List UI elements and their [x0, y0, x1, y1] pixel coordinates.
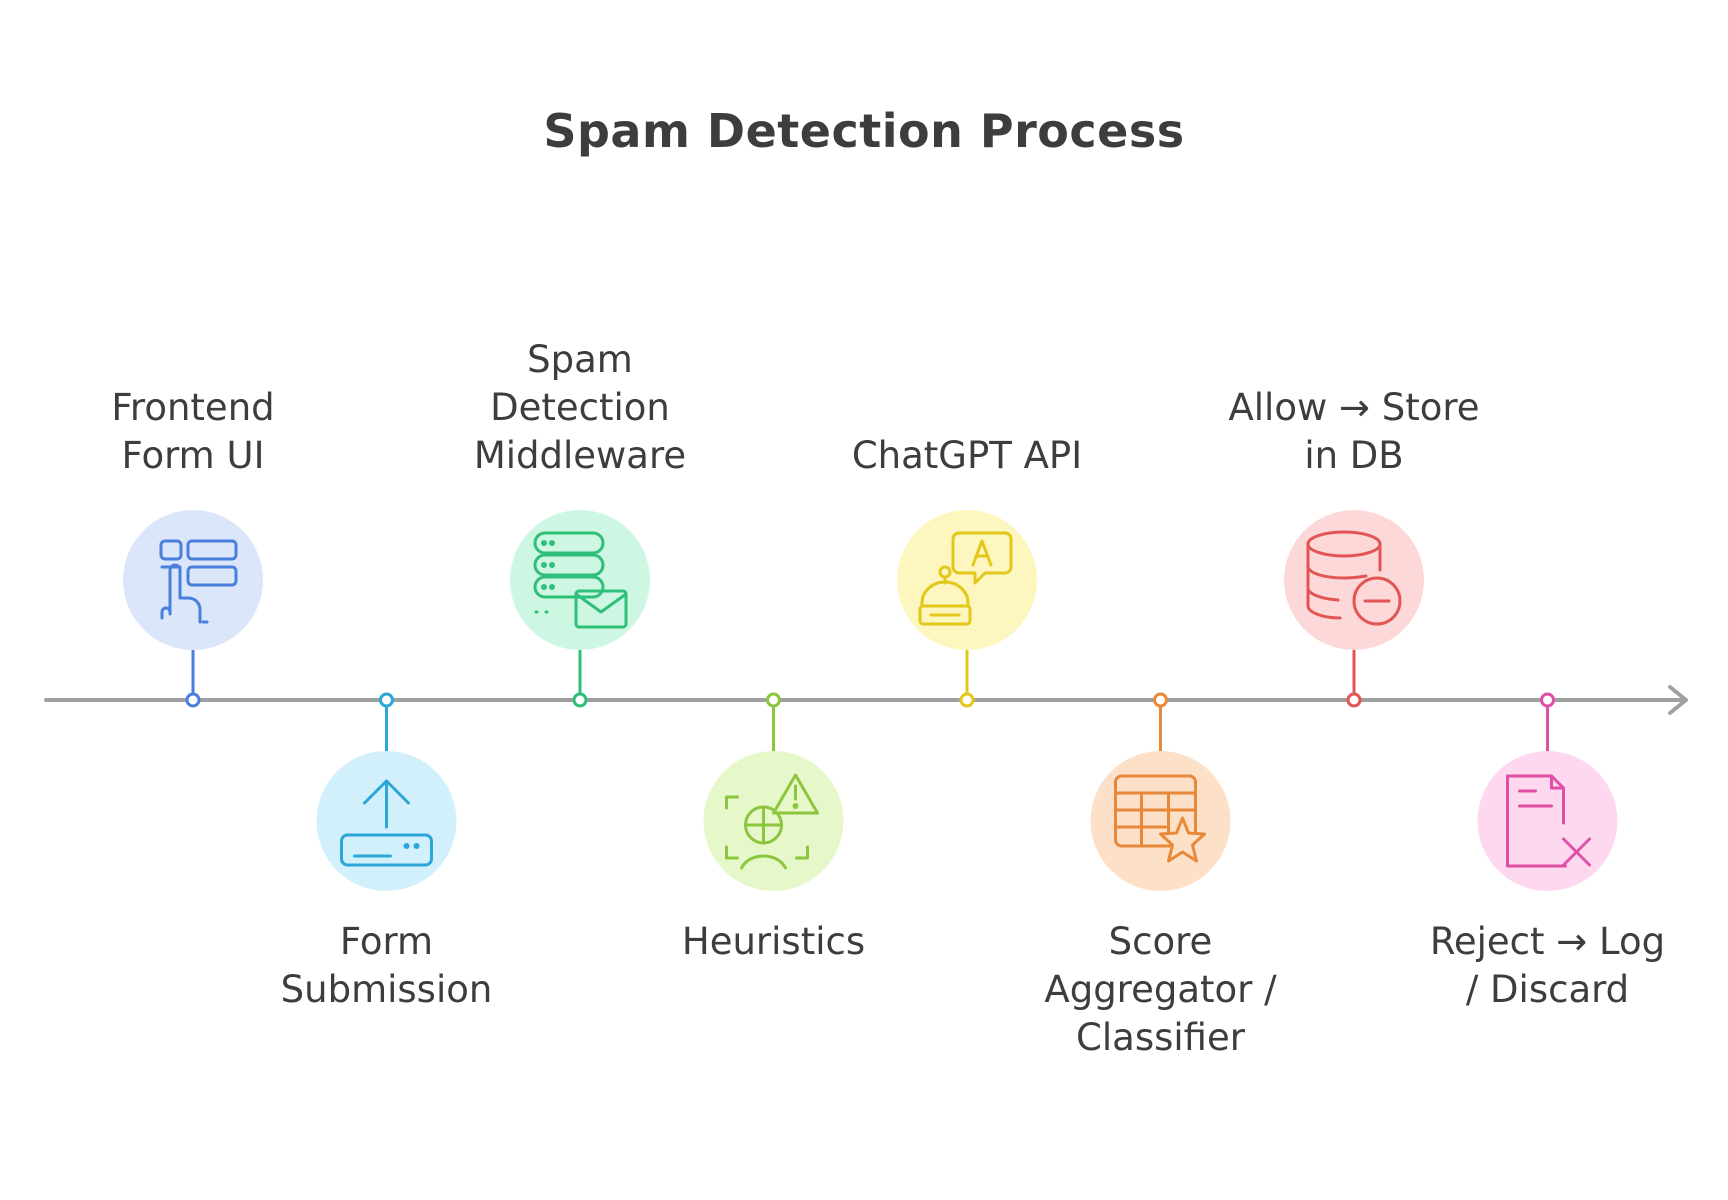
- step-label-line: in DB: [1304, 434, 1404, 477]
- step-8: [1477, 692, 1618, 891]
- server-mail-icon: [533, 531, 628, 629]
- timeline-arrowhead: [1668, 685, 1688, 715]
- step-label-line: ChatGPT API: [851, 434, 1083, 477]
- timeline-axis: [44, 685, 1688, 715]
- step-bubble: [1090, 751, 1231, 891]
- step-label: Reject → Log / Discard: [1398, 918, 1698, 1014]
- step-label-line: Reject → Log: [1429, 920, 1666, 963]
- step-7: [1284, 510, 1424, 708]
- step-label: ChatGPT API: [817, 432, 1117, 480]
- timeline-marker: [185, 692, 201, 708]
- document-x-icon: [1506, 774, 1591, 868]
- step-4: [703, 692, 844, 891]
- timeline-marker: [572, 692, 588, 708]
- step-label-line: Form UI: [121, 434, 265, 477]
- timeline-marker: [1346, 692, 1362, 708]
- timeline-marker: [959, 692, 975, 708]
- step-label: Heuristics: [624, 918, 924, 966]
- step-label-line: Score: [1108, 920, 1213, 963]
- step-bubble: [703, 751, 844, 891]
- step-label-line: / Discard: [1465, 968, 1630, 1011]
- step-3: [510, 510, 650, 708]
- step-label-line: Aggregator /: [1044, 968, 1277, 1011]
- timeline-marker: [766, 692, 781, 708]
- timeline-marker: [1540, 692, 1555, 708]
- form-ui-pointer-icon: [159, 539, 238, 624]
- step-label-line: Form: [339, 920, 434, 963]
- timeline-marker: [1153, 692, 1168, 708]
- step-label-line: Frontend: [111, 386, 275, 429]
- upload-tray-icon: [340, 779, 433, 867]
- database-minus-icon: [1306, 530, 1402, 626]
- step-label-line: Detection: [490, 386, 670, 429]
- step-6: [1090, 692, 1231, 891]
- step-bubble: [897, 510, 1037, 650]
- step-1: [123, 510, 263, 708]
- step-bubble: [123, 510, 263, 650]
- timeline-steps: [123, 510, 1618, 891]
- step-bubble: [510, 510, 650, 650]
- table-star-icon: [1114, 774, 1206, 863]
- step-bubble: [1477, 751, 1618, 891]
- step-label-line: Middleware: [473, 434, 687, 477]
- face-scan-warning-icon: [725, 773, 819, 870]
- step-label-line: Allow → Store: [1228, 386, 1480, 429]
- step-label-line: Heuristics: [681, 920, 866, 963]
- timeline-marker: [379, 692, 394, 708]
- step-2: [316, 692, 457, 891]
- diagram-title: Spam Detection Process: [543, 104, 1185, 158]
- step-5: [897, 510, 1037, 708]
- robot-chat-icon: [918, 531, 1013, 626]
- step-label: Allow → Store in DB: [1204, 384, 1504, 480]
- step-label-line: Spam: [527, 338, 633, 381]
- step-label-line: Submission: [280, 968, 493, 1011]
- step-label-line: Classifier: [1076, 1016, 1245, 1059]
